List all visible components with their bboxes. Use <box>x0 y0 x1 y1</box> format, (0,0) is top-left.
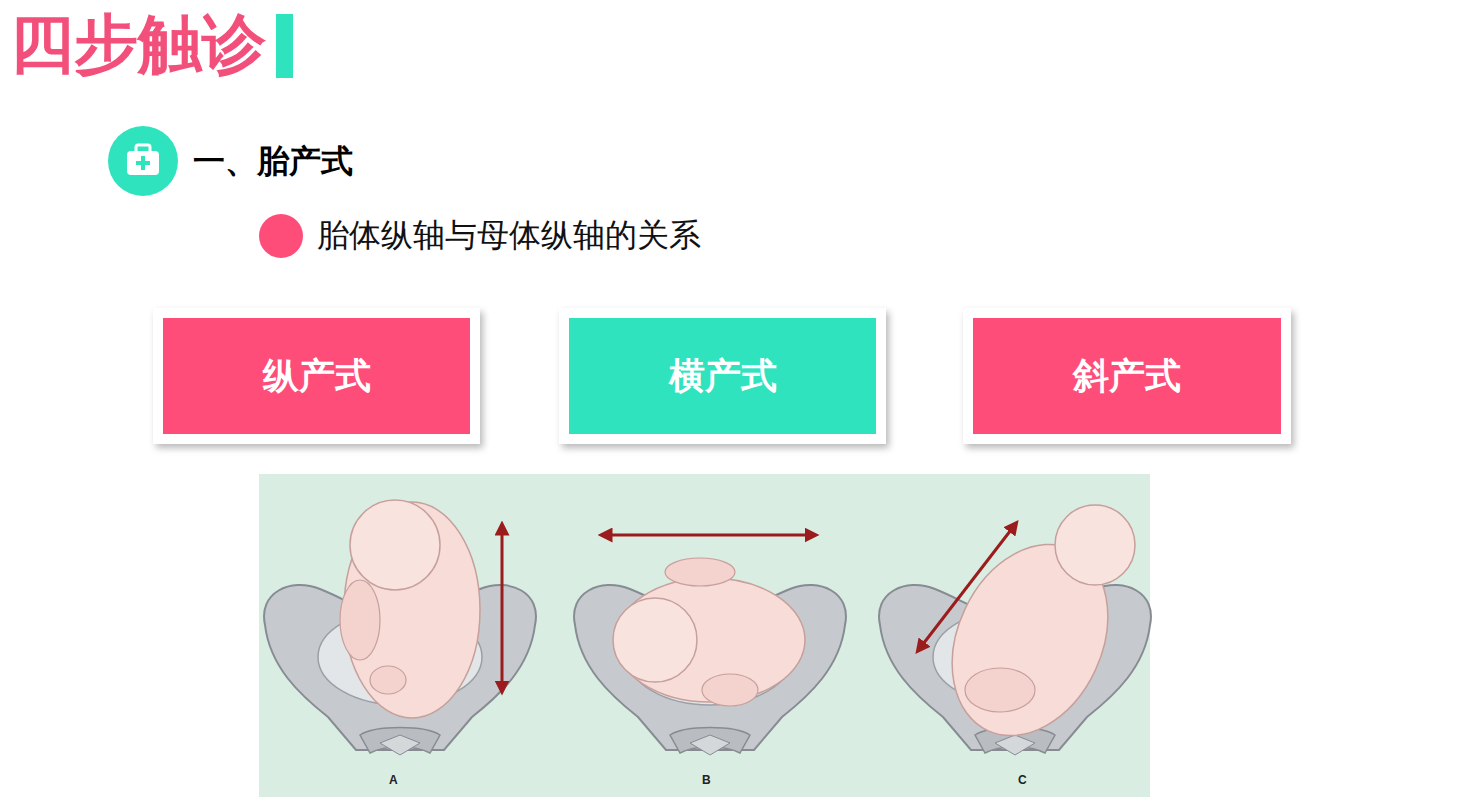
figure-letter: A <box>389 773 398 787</box>
box-label: 横产式 <box>669 352 777 401</box>
box-label: 斜产式 <box>1073 352 1181 401</box>
box-fill: 横产式 <box>569 318 876 434</box>
page-title: 四步触诊 <box>10 6 266 82</box>
category-box: 纵产式 <box>153 308 480 444</box>
title-accent-bar <box>276 14 293 78</box>
box-fill: 斜产式 <box>973 318 1281 434</box>
box-label: 纵产式 <box>263 352 371 401</box>
category-box: 斜产式 <box>963 308 1291 444</box>
box-fill: 纵产式 <box>163 318 470 434</box>
figure-letter: C <box>1018 773 1027 787</box>
section-heading: 一、胎产式 <box>193 142 353 180</box>
category-box: 横产式 <box>559 308 886 444</box>
bullet-text: 胎体纵轴与母体纵轴的关系 <box>317 216 701 254</box>
figure-letter: B <box>702 773 711 787</box>
